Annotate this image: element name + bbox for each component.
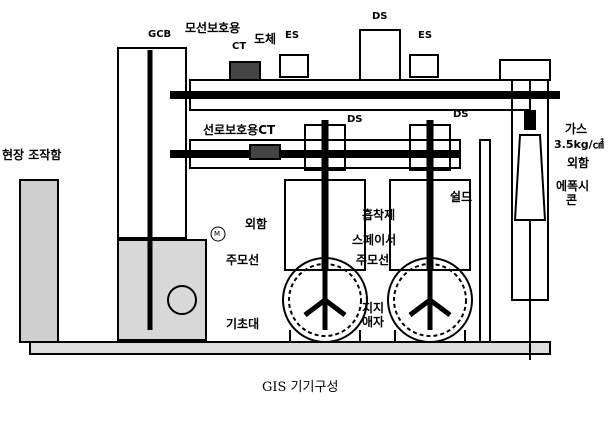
label-absorbent: 흡착제: [362, 208, 396, 222]
main-bus-right: [387, 257, 473, 343]
label-spacer: 스페이서: [352, 233, 397, 247]
label-gas-pressure: 3.5kg/㎠: [554, 138, 604, 151]
label-ct: CT: [232, 41, 247, 52]
main-bus-left: [282, 257, 368, 343]
label-line-ct: 선로보호용CT: [203, 123, 276, 137]
label-control-box: 현장 조작함: [2, 148, 62, 162]
label-enclosure-right: 외함: [567, 156, 590, 170]
label-es-right: ES: [418, 30, 433, 41]
label-bus-ct: 모선보호용: [185, 21, 241, 35]
label-enclosure-left: 외함: [245, 217, 268, 231]
label-shield: 쉴드: [450, 190, 473, 204]
label-insulator: 지지: [362, 301, 385, 315]
label-insulator-2: 애자: [362, 315, 385, 329]
motor-icon: M: [214, 230, 221, 238]
label-epoxy: 에폭시: [556, 179, 590, 193]
ds-top-box: [359, 29, 401, 81]
caption: GIS 기기구성: [262, 380, 339, 395]
label-gcb: GCB: [148, 29, 172, 40]
label-main-bus-left: 주모선: [226, 253, 260, 267]
label-gas: 가스: [565, 122, 588, 136]
label-main-bus-right: 주모선: [356, 253, 390, 267]
label-conductor: 도체: [254, 32, 277, 46]
label-ds-right: DS: [453, 109, 469, 120]
label-es-left: ES: [285, 30, 300, 41]
control-box: [19, 179, 59, 343]
label-ds-mid: DS: [347, 114, 363, 125]
gcb-wheel: [167, 285, 197, 315]
foundation-base: [29, 341, 551, 355]
label-epoxy-2: 콘: [566, 193, 578, 207]
label-foundation: 기초대: [226, 317, 260, 331]
label-ds-top: DS: [372, 11, 388, 22]
